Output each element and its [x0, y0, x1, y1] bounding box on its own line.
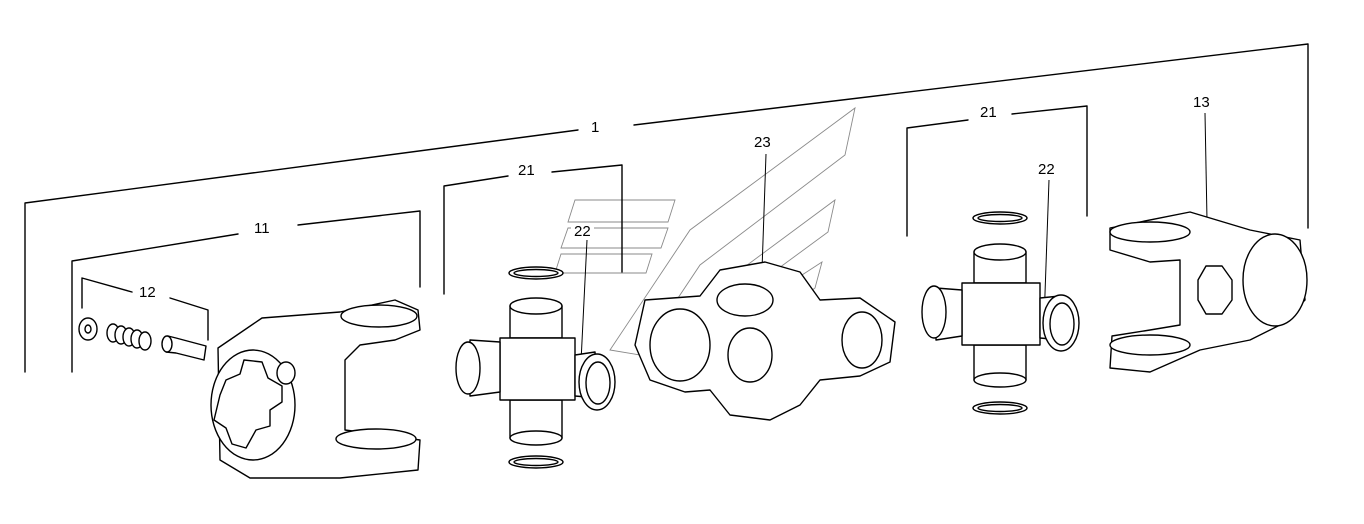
label-cross-22-left: 22 [571, 224, 594, 240]
label-assembly-1: 1 [588, 120, 603, 136]
bracket-assembly-1 [24, 43, 1309, 373]
joint-kit-21-left [455, 266, 616, 469]
pin-kit-12 [78, 317, 207, 361]
bracket-21-right [906, 105, 1088, 237]
bracket-12 [81, 277, 209, 341]
bracket-11 [71, 210, 421, 373]
label-joint-kit-21-left: 21 [515, 163, 538, 179]
center-body-23 [634, 261, 896, 421]
label-yoke-11: 11 [251, 221, 273, 237]
yoke-11 [210, 299, 421, 479]
label-cross-22-right: 22 [1035, 162, 1058, 178]
label-yoke-13: 13 [1190, 95, 1213, 111]
yoke-13 [1109, 211, 1308, 373]
label-pin-kit-12: 12 [136, 285, 159, 301]
label-center-body-23: 23 [751, 135, 774, 151]
label-joint-kit-21-right: 21 [977, 105, 1000, 121]
bracket-21-left [443, 164, 623, 295]
joint-kit-21-right [921, 211, 1080, 415]
